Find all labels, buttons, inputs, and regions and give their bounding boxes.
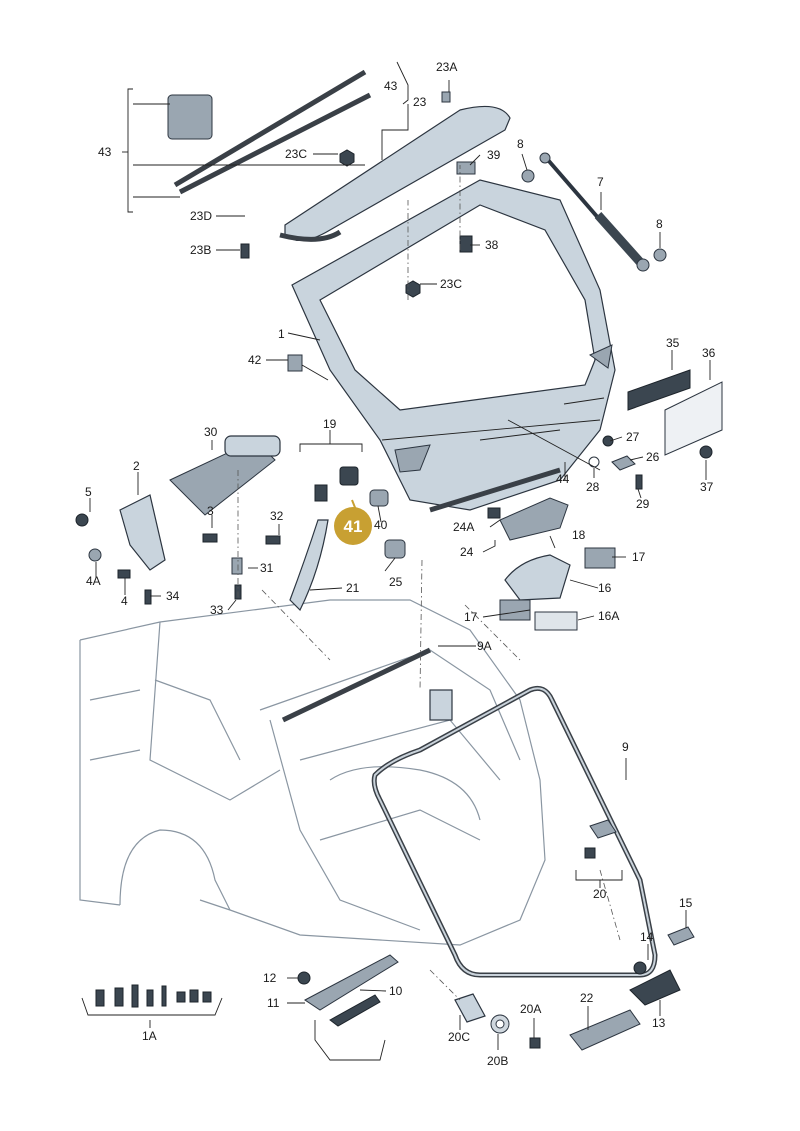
highlight-badge-41[interactable]: 41: [334, 499, 372, 545]
label-19: 19: [323, 417, 337, 431]
label-23C-bottom: 23C: [440, 277, 462, 291]
leader-lines: [81, 61, 711, 1061]
label-9A: 9A: [477, 639, 492, 653]
label-3: 3: [207, 504, 214, 518]
label-39: 39: [487, 148, 501, 162]
highlight-badge-label: 41: [344, 517, 363, 536]
label-8-lower: 8: [656, 217, 663, 231]
label-28: 28: [586, 480, 600, 494]
label-23: 23: [413, 95, 427, 109]
label-36: 36: [702, 346, 716, 360]
label-9: 9: [622, 740, 629, 754]
label-1: 1: [278, 327, 285, 341]
label-42: 42: [248, 353, 262, 367]
label-16A: 16A: [598, 609, 619, 623]
label-18: 18: [572, 528, 586, 542]
label-33: 33: [210, 603, 224, 617]
label-40: 40: [374, 518, 388, 532]
trim-strip-43-upper: [173, 69, 367, 188]
trim-strip-43-lower: [178, 92, 372, 195]
callout-labels: 43 43 23 23A 23C 39 8 7 8 23D 23B 38 23C…: [85, 60, 716, 1068]
label-21: 21: [346, 581, 360, 595]
label-20C: 20C: [448, 1030, 470, 1044]
label-20: 20: [593, 887, 607, 901]
trim-strip-44: [429, 467, 561, 513]
tailgate-panel: [291, 179, 616, 511]
plate-36: [664, 381, 723, 456]
rubber-buffers: [314, 466, 406, 559]
ball-studs: [521, 169, 667, 262]
label-15: 15: [679, 896, 693, 910]
tailgate-seal-9: [371, 685, 658, 978]
label-30: 30: [204, 425, 218, 439]
label-24: 24: [460, 545, 474, 559]
rear-bumper-bracket: [429, 689, 453, 721]
handle-housing-24: [499, 497, 569, 541]
label-35: 35: [666, 336, 680, 350]
label-29: 29: [636, 497, 650, 511]
label-5: 5: [85, 485, 92, 499]
label-20A: 20A: [520, 1002, 541, 1016]
lower-components: [297, 819, 695, 1051]
label-23D: 23D: [190, 209, 212, 223]
label-34: 34: [166, 589, 180, 603]
label-23A: 23A: [436, 60, 457, 74]
label-23B: 23B: [190, 243, 211, 257]
spoiler-seal-23D: [279, 229, 342, 242]
label-10: 10: [389, 984, 403, 998]
label-24A: 24A: [453, 520, 474, 534]
label-1A: 1A: [142, 1029, 157, 1043]
small-fasteners: [240, 91, 476, 372]
label-13: 13: [652, 1016, 666, 1030]
label-23C-top: 23C: [285, 147, 307, 161]
label-38: 38: [485, 238, 499, 252]
label-26: 26: [646, 450, 660, 464]
label-22: 22: [580, 991, 594, 1005]
label-27: 27: [626, 430, 640, 444]
label-17-left: 17: [464, 610, 478, 624]
trim-strip-9A: [281, 647, 432, 723]
vehicle-rear-body: [79, 599, 546, 946]
label-20B: 20B: [487, 1054, 508, 1068]
label-11: 11: [267, 996, 280, 1010]
label-17-right: 17: [632, 550, 646, 564]
label-25: 25: [389, 575, 403, 589]
label-14: 14: [640, 930, 654, 944]
plate-35: [627, 369, 691, 411]
adhesive-pack: [167, 94, 213, 140]
label-8-upper: 8: [517, 137, 524, 151]
label-44: 44: [556, 472, 570, 486]
label-16: 16: [598, 581, 612, 595]
label-37: 37: [700, 480, 714, 494]
label-4A: 4A: [86, 574, 101, 588]
label-12: 12: [263, 971, 277, 985]
hinge-and-drive: [75, 435, 281, 605]
label-31: 31: [260, 561, 274, 575]
label-7: 7: [597, 175, 604, 189]
assembly-lines: [237, 165, 621, 1001]
label-4: 4: [121, 594, 128, 608]
label-43-top: 43: [384, 79, 398, 93]
label-2: 2: [133, 459, 140, 473]
label-32: 32: [270, 509, 284, 523]
gas-strut: [539, 152, 650, 272]
label-43-left: 43: [98, 145, 112, 159]
fastener-kit: [95, 984, 212, 1008]
trim-panel-21: [289, 519, 329, 612]
licence-lights: [504, 554, 571, 601]
